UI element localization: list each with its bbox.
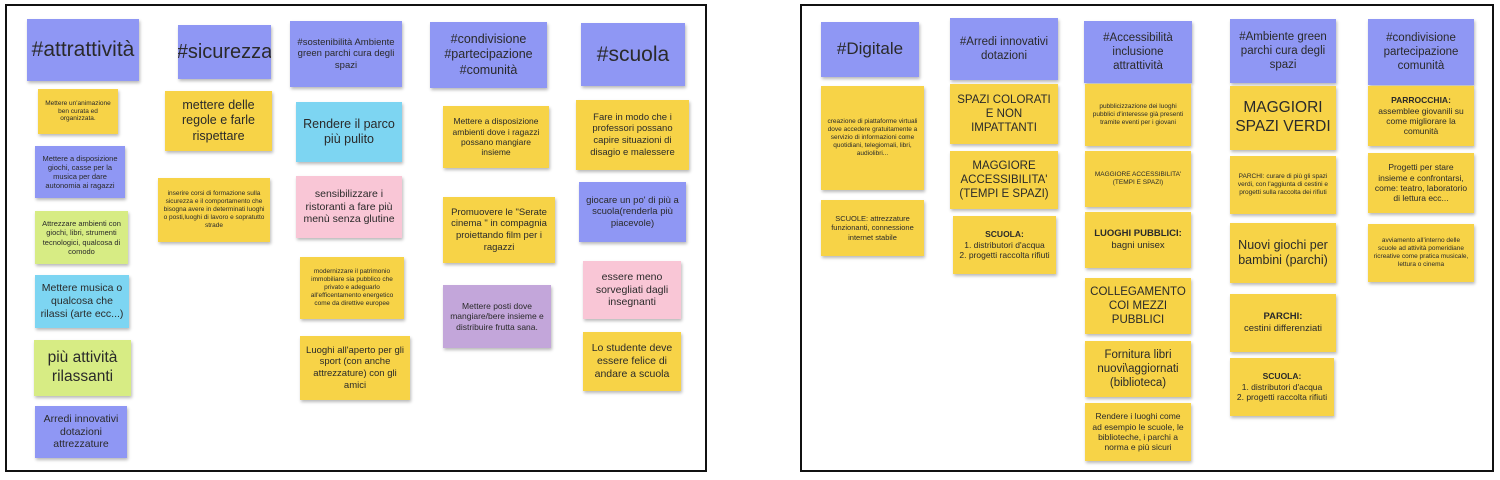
note-attrattivita-animazione[interactable]: Mettere un'animazione ben curata ed orga…	[38, 89, 118, 134]
note-sostenibilita-sport[interactable]: Luoghi all'aperto per gli sport (con anc…	[300, 336, 410, 400]
note-ambiente-scuola[interactable]: SCUOLA: 1. distributori d'acqua 2. proge…	[1230, 358, 1334, 416]
header-ambiente[interactable]: #Ambiente green parchi cura degli spazi	[1230, 19, 1336, 83]
note-condivisione-frutta[interactable]: Mettere posti dove mangiare/bere insieme…	[443, 285, 551, 348]
note-scuola-felice[interactable]: Lo studente deve essere felice di andare…	[583, 332, 681, 391]
header-scuola[interactable]: #scuola	[581, 23, 685, 86]
note-accessibilita-libri[interactable]: Fornitura libri nuovi\aggiornati (biblio…	[1085, 341, 1191, 397]
note-condivisione-avviamento[interactable]: avviamento all'interno delle scuole ad a…	[1368, 224, 1474, 282]
note-ambiente-giochi[interactable]: Nuovi giochi per bambini (parchi)	[1230, 223, 1336, 283]
right-board[interactable]: #Digitale creazione di piattaforme virtu…	[800, 4, 1494, 472]
note-ambiente-spazi-verdi[interactable]: MAGGIORI SPAZI VERDI	[1230, 86, 1336, 150]
note-attrattivita-ambienti[interactable]: Attrezzare ambienti con giochi, libri, s…	[35, 211, 128, 264]
note-ambiente-cestini[interactable]: PARCHI: cestini differenziati	[1230, 294, 1336, 352]
note-attrattivita-rilassanti[interactable]: più attività rilassanti	[34, 340, 131, 396]
note-sicurezza-corsi[interactable]: inserire corsi di formazione sulla sicur…	[158, 178, 270, 242]
note-attrattivita-musica[interactable]: Mettere musica o qualcosa che rilassi (a…	[35, 275, 129, 328]
note-ambiente-scuola-title: SCUOLA:	[1262, 371, 1302, 382]
note-arredi-scuola[interactable]: SCUOLA: 1. distributori d'acqua 2. proge…	[953, 216, 1056, 274]
note-arredi-scuola-item2: 2. progetti raccolta rifiuti	[959, 250, 1050, 261]
note-ambiente-parchi-curare[interactable]: PARCHI: curare di più gli spazi verdi, c…	[1230, 156, 1336, 214]
note-sostenibilita-glutine[interactable]: sensibilizzare i ristoranti a fare più m…	[296, 176, 402, 238]
note-ambiente-scuola-item1: 1. distributori d'acqua	[1241, 381, 1323, 392]
note-accessibilita-norma[interactable]: Rendere i luoghi come ad esempio le scuo…	[1085, 403, 1191, 461]
note-condivisione-cinema[interactable]: Promuovere le "Serate cinema " in compag…	[443, 197, 555, 263]
note-condivisione-mangiare[interactable]: Mettere a disposizione ambienti dove i r…	[443, 106, 549, 168]
note-arredi-accessibilita[interactable]: MAGGIORE ACCESSIBILITA' (TEMPI E SPAZI)	[950, 151, 1058, 209]
note-ambiente-cestini-body: cestini differenziati	[1244, 323, 1322, 334]
note-arredi-scuola-item1: 1. distributori d'acqua	[964, 239, 1045, 250]
header-condivisione[interactable]: #condivisione #partecipazione #comunità	[430, 22, 547, 88]
note-sicurezza-regole[interactable]: mettere delle regole e farle rispettare	[165, 91, 272, 151]
note-accessibilita-luoghi-body: bagni unisex	[1111, 240, 1165, 251]
header-sicurezza[interactable]: #sicurezza	[178, 25, 271, 79]
note-accessibilita-luoghi-pubblici[interactable]: LUOGHI PUBBLICI: bagni unisex	[1085, 212, 1191, 268]
note-accessibilita-luoghi-title: LUOGHI PUBBLICI:	[1094, 228, 1182, 240]
note-scuola-disagio[interactable]: Fare in modo che i professori possano ca…	[576, 100, 689, 170]
header-sostenibilita[interactable]: #sostenibilità Ambiente green parchi cur…	[290, 21, 402, 87]
left-board[interactable]: #attrattività Mettere un'animazione ben …	[5, 4, 707, 472]
note-digitale-piattaforme[interactable]: creazione di piattaforme virtuali dove a…	[821, 86, 924, 190]
header-accessibilita[interactable]: #Accessibilità inclusione attrattività	[1084, 21, 1192, 83]
note-sostenibilita-patrimonio[interactable]: modernizzare il patrimonio immobiliare s…	[300, 257, 404, 319]
note-attrattivita-arredi[interactable]: Arredi innovativi dotazioni attrezzature	[35, 406, 127, 458]
note-condivisione-parrocchia-title: PARROCCHIA:	[1391, 95, 1451, 106]
note-arredi-scuola-title: SCUOLA:	[985, 229, 1024, 240]
note-scuola-sorvegliati[interactable]: essere meno sorvegliati dagli insegnanti	[583, 261, 681, 319]
note-ambiente-cestini-title: PARCHI:	[1263, 311, 1303, 323]
header-condivisione-right[interactable]: #condivisione partecipazione comunità	[1368, 19, 1474, 85]
note-digitale-scuole[interactable]: SCUOLE: attrezzature funzionanti, connes…	[821, 200, 924, 256]
note-arredi-spazi-colorati[interactable]: SPAZI COLORATI E NON IMPATTANTI	[950, 84, 1058, 144]
note-accessibilita-maggiore[interactable]: MAGGIORE ACCESSIBILITA' (TEMPI E SPAZI)	[1085, 151, 1191, 207]
note-condivisione-parrocchia[interactable]: PARROCCHIA: assemblee giovanili su come …	[1368, 86, 1474, 146]
note-accessibilita-pubblicizzazione[interactable]: pubblicizzazione dei luoghi pubblici d'i…	[1085, 84, 1191, 146]
note-accessibilita-collegamento[interactable]: COLLEGAMENTO COI MEZZI PUBBLICI	[1085, 278, 1191, 334]
note-condivisione-parrocchia-body: assemblee giovanili su come migliorare l…	[1378, 105, 1464, 137]
note-ambiente-scuola-item2: 2. progetti raccolta rifiuti	[1236, 392, 1328, 403]
header-digitale[interactable]: #Digitale	[821, 22, 919, 77]
note-sostenibilita-parco-pulito[interactable]: Rendere il parco più pulito	[296, 102, 402, 162]
note-condivisione-progetti[interactable]: Progetti per stare insieme e confrontars…	[1368, 153, 1474, 213]
note-attrattivita-giochi-casse[interactable]: Mettere a disposizione giochi, casse per…	[35, 146, 125, 198]
note-scuola-giocare[interactable]: giocare un po' di più a scuola(renderla …	[579, 182, 686, 242]
header-arredi[interactable]: #Arredi innovativi dotazioni	[950, 18, 1058, 80]
header-attrattivita[interactable]: #attrattività	[27, 19, 139, 81]
